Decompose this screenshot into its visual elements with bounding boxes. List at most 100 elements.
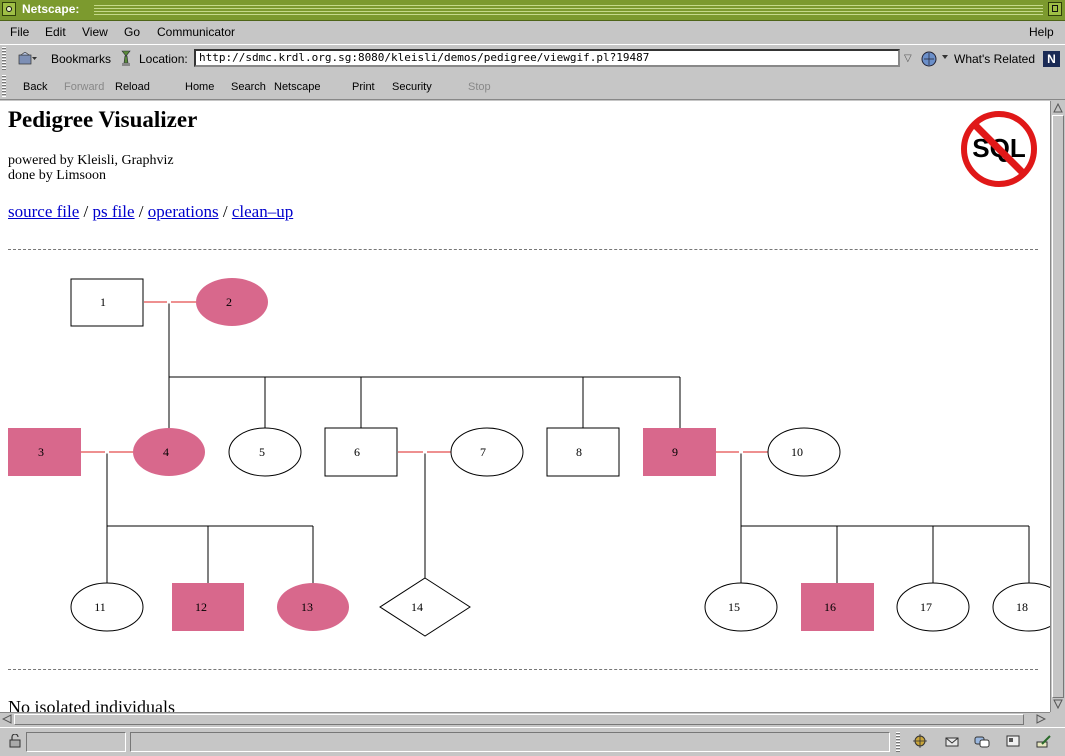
menu-edit[interactable]: Edit xyxy=(45,25,66,39)
individual-6[interactable]: 6 xyxy=(324,427,398,477)
link-separator: / xyxy=(222,202,228,221)
pedigree-graph: 1 2 3 4 5 6 7 8 9 10 11 12 13 14 15 16 1… xyxy=(8,278,1050,637)
svg-text:10: 10 xyxy=(791,445,803,459)
home-button[interactable]: Home xyxy=(185,81,215,93)
vertical-scrollbar[interactable] xyxy=(1050,101,1065,712)
print-button[interactable]: Print xyxy=(352,81,375,93)
no-sql-logo: SQL xyxy=(961,111,1037,187)
search-button[interactable]: Search xyxy=(231,81,266,93)
vertical-scroll-thumb[interactable] xyxy=(1052,115,1064,698)
individual-1[interactable]: 1 xyxy=(70,278,144,327)
bookmarks-button[interactable]: Bookmarks xyxy=(51,52,112,66)
source-file-link[interactable]: source file xyxy=(8,202,80,221)
window-maximize-button[interactable] xyxy=(1048,2,1062,16)
window-title: Netscape: xyxy=(22,2,80,16)
individual-3[interactable]: 3 xyxy=(8,428,81,476)
forward-button[interactable]: Forward xyxy=(64,81,105,93)
location-url-field[interactable]: http://sdmc.krdl.org.sg:8080/kleisli/dem… xyxy=(194,49,900,67)
isolated-individuals-text: No isolated individuals xyxy=(8,697,175,712)
navbar-grip[interactable] xyxy=(2,75,6,97)
menu-go[interactable]: Go xyxy=(124,25,141,39)
family-1-2-descent xyxy=(168,302,681,428)
individual-12[interactable]: 12 xyxy=(172,583,244,631)
powered-by-text: powered by Kleisli, Graphviz xyxy=(8,153,174,168)
svg-text:16: 16 xyxy=(824,600,836,614)
location-dropper-icon xyxy=(121,50,131,66)
individual-2[interactable]: 2 xyxy=(196,278,268,326)
location-toolbar: Bookmarks Location: http://sdmc.krdl.org… xyxy=(0,44,1065,74)
menu-bar: File Edit View Go Communicator Help xyxy=(0,21,1065,43)
divider-bottom xyxy=(8,669,1038,670)
location-history-dropdown[interactable]: ▽ xyxy=(904,53,912,64)
stop-button[interactable]: Stop xyxy=(468,81,491,93)
svg-text:13: 13 xyxy=(301,600,313,614)
menu-help[interactable]: Help xyxy=(1029,25,1054,39)
scroll-down-arrow-icon[interactable] xyxy=(1053,699,1063,709)
composer-icon[interactable] xyxy=(1036,734,1052,748)
svg-text:1: 1 xyxy=(100,295,106,309)
cleanup-link[interactable]: clean–up xyxy=(231,202,294,221)
menu-view[interactable]: View xyxy=(82,25,108,39)
individual-11[interactable]: 11 xyxy=(70,582,144,632)
svg-text:4: 4 xyxy=(163,445,169,459)
svg-text:8: 8 xyxy=(576,445,582,459)
individual-5[interactable]: 5 xyxy=(228,427,302,477)
mail-icon[interactable] xyxy=(944,734,960,748)
family-3-4-descent xyxy=(106,452,314,583)
page-content: Pedigree Visualizer powered by Kleisli, … xyxy=(0,101,1050,712)
page-title: Pedigree Visualizer xyxy=(8,107,198,132)
address-book-icon[interactable] xyxy=(1005,734,1021,748)
menu-file[interactable]: File xyxy=(10,25,30,39)
status-progress-field xyxy=(26,732,126,752)
descent-lines xyxy=(106,302,1030,583)
ps-file-link[interactable]: ps file xyxy=(92,202,135,221)
individual-15[interactable]: 15 xyxy=(704,582,778,632)
family-9-10-descent xyxy=(740,452,1030,583)
divider-top xyxy=(8,249,1038,250)
netscape-logo[interactable]: N xyxy=(1043,51,1060,67)
reload-button[interactable]: Reload xyxy=(115,81,150,93)
scroll-left-arrow-icon[interactable] xyxy=(2,714,12,724)
individual-16[interactable]: 16 xyxy=(801,583,874,631)
title-bar-stripes xyxy=(94,5,1043,15)
svg-text:2: 2 xyxy=(226,295,232,309)
svg-text:6: 6 xyxy=(354,445,360,459)
individual-17[interactable]: 17 xyxy=(896,582,970,632)
security-lock-icon[interactable] xyxy=(8,734,22,748)
individual-10[interactable]: 10 xyxy=(767,427,841,477)
scroll-right-arrow-icon[interactable] xyxy=(1036,714,1046,724)
individual-4[interactable]: 4 xyxy=(133,428,205,476)
scroll-up-arrow-icon[interactable] xyxy=(1053,103,1063,113)
individual-9[interactable]: 9 xyxy=(643,428,716,476)
credits: powered by Kleisli, Graphviz done by Lim… xyxy=(8,153,174,183)
scrollbar-corner xyxy=(1050,712,1065,727)
link-separator: / xyxy=(138,202,144,221)
done-by-text: done by Limsoon xyxy=(8,168,106,183)
horizontal-scrollbar[interactable] xyxy=(0,712,1050,727)
component-bar-grip[interactable] xyxy=(896,732,900,752)
whats-related-icon[interactable] xyxy=(920,51,950,67)
menu-communicator[interactable]: Communicator xyxy=(157,25,236,39)
navigator-icon[interactable] xyxy=(912,734,928,748)
svg-text:12: 12 xyxy=(195,600,207,614)
svg-text:18: 18 xyxy=(1016,600,1028,614)
discussions-icon[interactable] xyxy=(974,734,990,748)
toolbar-grip[interactable] xyxy=(2,47,6,71)
whats-related-button[interactable]: What's Related xyxy=(954,52,1035,66)
individual-8[interactable]: 8 xyxy=(546,427,620,477)
bookmarks-icon[interactable] xyxy=(18,52,38,66)
svg-text:11: 11 xyxy=(94,600,106,614)
individual-13[interactable]: 13 xyxy=(277,583,349,631)
horizontal-scroll-thumb[interactable] xyxy=(14,714,1024,725)
individual-18[interactable]: 18 xyxy=(992,582,1050,632)
individual-7[interactable]: 7 xyxy=(450,427,524,477)
individual-14[interactable]: 14 xyxy=(379,577,471,637)
window-menu-button[interactable] xyxy=(2,2,16,16)
svg-text:7: 7 xyxy=(480,445,486,459)
status-message-field xyxy=(130,732,890,752)
operations-link[interactable]: operations xyxy=(147,202,219,221)
security-button[interactable]: Security xyxy=(392,81,432,93)
back-button[interactable]: Back xyxy=(23,81,48,93)
netscape-button[interactable]: Netscape xyxy=(274,81,321,93)
svg-text:3: 3 xyxy=(38,445,44,459)
